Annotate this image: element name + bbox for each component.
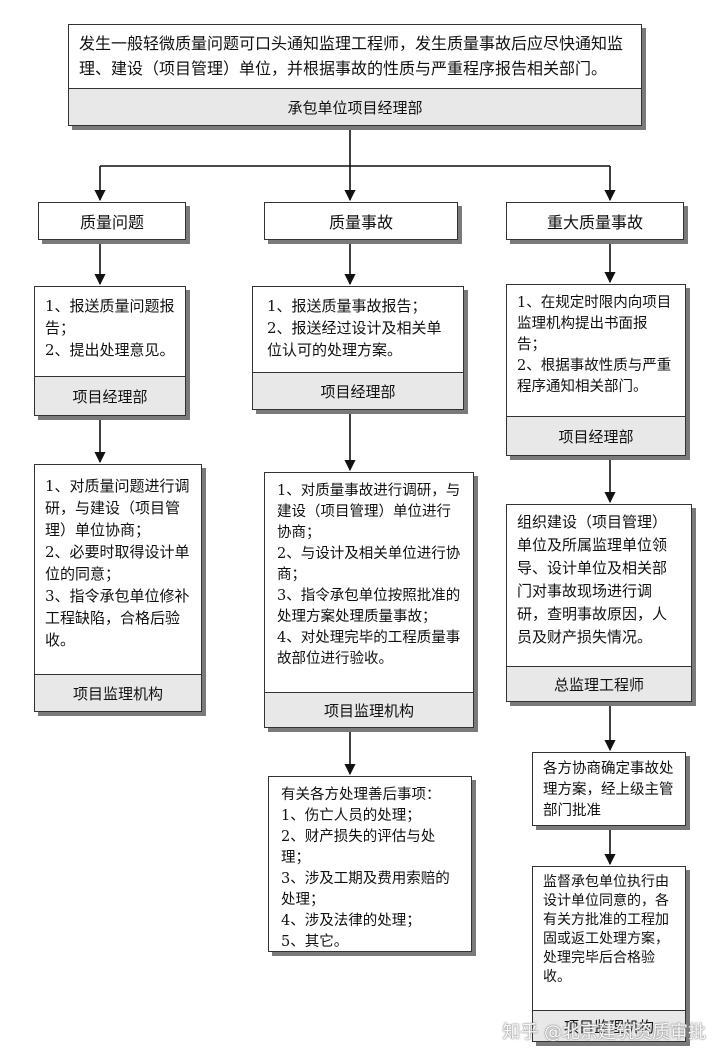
list-item: 3、指令承包单位修补工程缺陷，合格后验收。 (45, 587, 190, 649)
list-item: 1、伤亡人员的处理； (281, 808, 421, 824)
list-item: 1、对质量事故进行调研，与建设（项目管理）单位进行协商； (277, 483, 461, 541)
list-item: 2、与设计及相关单位进行协商； (277, 546, 461, 583)
title-quality-issue: 质量问题 (38, 202, 186, 240)
list-item: 2、提出处理意见。 (45, 341, 175, 359)
watermark: 知乎 @北京建筑资质审批 (502, 1022, 706, 1043)
top-notice-text: 发生一般轻微质量问题可口头通知监理工程师，发生质量事故后应尽快通知监理、建设（项… (79, 34, 624, 78)
list-item: 1、对质量问题进行调研，与建设（项目管理）单位协商； (45, 477, 190, 539)
title-major-accident: 重大质量事故 (506, 202, 684, 240)
list-item: 3、指令承包单位按照批准的处理方案处理质量事故； (277, 588, 461, 625)
issue-step1-footer: 项目经理部 (35, 376, 185, 415)
issue-step1-box: 1、报送质量问题报告； 2、提出处理意见。 项目经理部 (34, 286, 186, 416)
major-step1-footer: 项目经理部 (507, 416, 685, 455)
top-notice-footer: 承包单位项目经理部 (69, 88, 641, 125)
accident-step3-box: 有关各方处理善后事项： 1、伤亡人员的处理； 2、财产损失的评估与处理； 3、涉… (268, 776, 472, 952)
major-step4-footer: 项目监理机构 (533, 1010, 685, 1041)
list-item: 2、根据事故性质与严重程序通知相关部门。 (517, 358, 672, 395)
list-item: 1、报送质量事故报告； (267, 297, 427, 315)
accident-step2-box: 1、对质量事故进行调研，与建设（项目管理）单位进行协商； 2、与设计及相关单位进… (264, 472, 474, 728)
list-item: 2、财产损失的评估与处理； (281, 829, 436, 866)
major-step4-text: 监督承包单位执行由设计单位同意的，各有关方批准的工程加固或返工处理方案，处理完毕… (543, 874, 669, 985)
list-item: 1、在规定时限内向项目监理机构提出书面报告； (517, 295, 672, 353)
accident-step1-box: 1、报送质量事故报告； 2、报送经过设计及相关单位认可的处理方案。 项目经理部 (252, 286, 464, 410)
list-item: 2、报送经过设计及相关单位认可的处理方案。 (267, 319, 442, 359)
major-step2-box: 组织建设（项目管理）单位及所属监理单位领导、设计单位及相关部门对事故现场进行调研… (506, 504, 692, 702)
major-step4-box: 监督承包单位执行由设计单位同意的，各有关方批准的工程加固或返工处理方案，处理完毕… (532, 866, 686, 1042)
list-item: 4、对处理完毕的工程质量事故部位进行验收。 (277, 630, 461, 667)
accident-step1-footer: 项目经理部 (253, 372, 463, 409)
accident-step2-footer: 项目监理机构 (265, 692, 473, 727)
major-step3-text: 各方协商确定事故处理方案，经上级主管部门批准 (543, 761, 674, 819)
list-item: 4、涉及法律的处理； (281, 913, 421, 929)
major-step2-footer: 总监理工程师 (507, 666, 691, 701)
major-step1-box: 1、在规定时限内向项目监理机构提出书面报告； 2、根据事故性质与严重程序通知相关… (506, 284, 686, 456)
major-step3-box: 各方协商确定事故处理方案，经上级主管部门批准 (532, 752, 686, 826)
list-item: 3、涉及工期及费用索赔的处理； (281, 871, 450, 908)
list-item: 2、必要时取得设计单位的同意； (45, 543, 190, 583)
issue-step2-box: 1、对质量问题进行调研，与建设（项目管理）单位协商； 2、必要时取得设计单位的同… (34, 464, 202, 712)
list-item: 1、报送质量问题报告； (45, 297, 175, 337)
issue-step2-footer: 项目监理机构 (35, 674, 201, 711)
title-quality-accident: 质量事故 (264, 202, 458, 240)
list-item: 5、其它。 (281, 934, 349, 950)
top-notice-box: 发生一般轻微质量问题可口头通知监理工程师，发生质量事故后应尽快通知监理、建设（项… (68, 24, 642, 126)
list-heading: 有关各方处理善后事项： (281, 787, 441, 803)
major-step2-text: 组织建设（项目管理）单位及所属监理单位领导、设计单位及相关部门对事故现场进行调研… (517, 513, 668, 646)
